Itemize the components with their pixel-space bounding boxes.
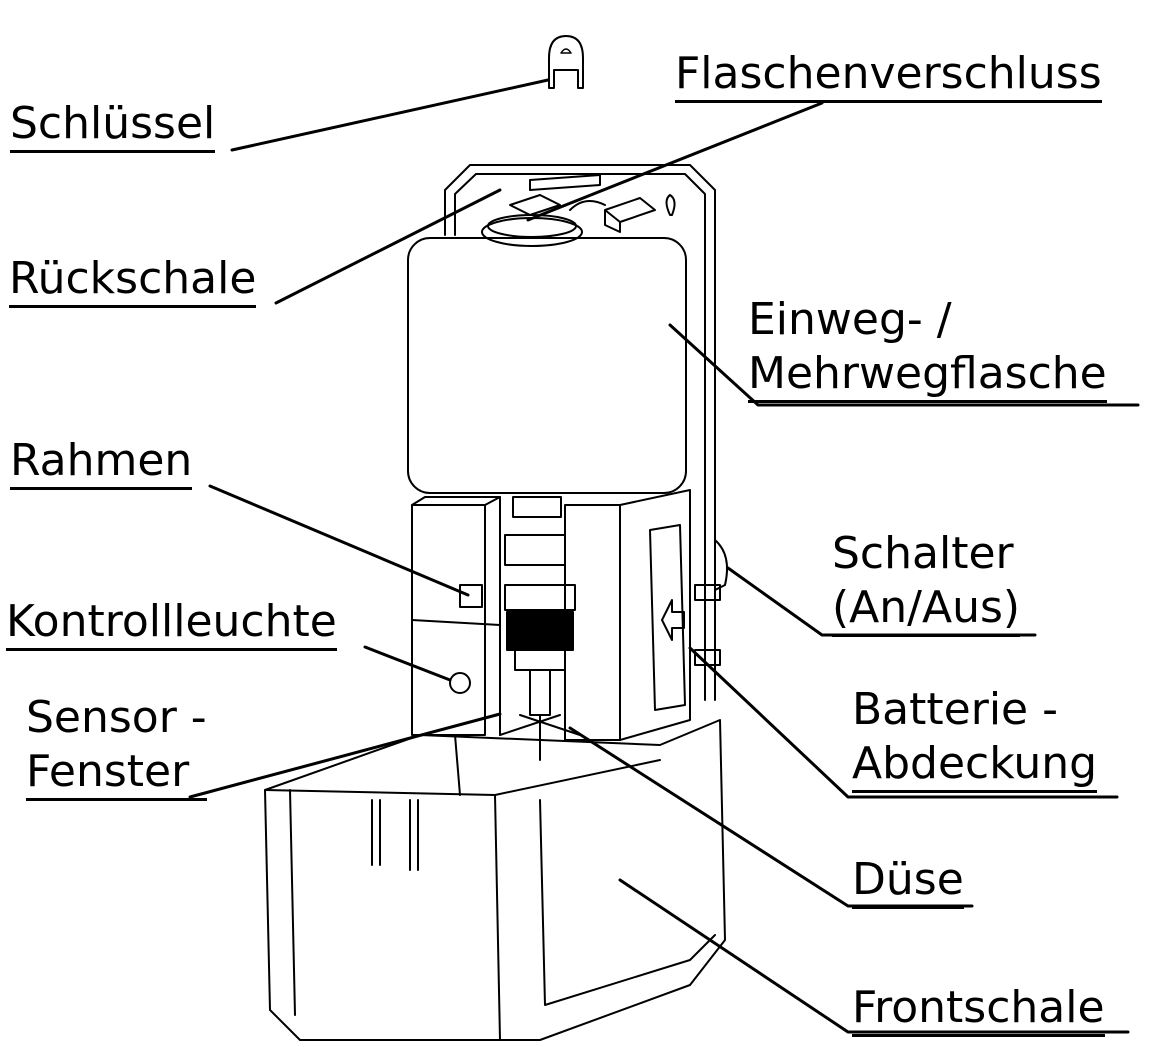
label-schalter-line2: (An/Aus) (832, 582, 1021, 637)
label-sensor: Sensor - Fenster (26, 690, 207, 801)
back-shell (444, 164, 716, 701)
label-kontrollleuchte: Kontrollleuchte (6, 596, 337, 651)
label-duese: Düse (852, 854, 964, 909)
frame (411, 496, 501, 736)
bottle-cap (481, 174, 656, 247)
label-sensor-line1: Sensor - (26, 692, 207, 743)
bottle (407, 237, 687, 494)
pump (499, 496, 581, 761)
key-icon (548, 35, 584, 89)
label-flasche: Einweg- / Mehrwegflasche (748, 292, 1107, 403)
label-frontschale: Frontschale (852, 982, 1105, 1037)
label-batterie-line1: Batterie - (852, 684, 1058, 735)
label-schalter-line1: Schalter (832, 528, 1014, 579)
indicator-light (449, 672, 471, 694)
label-rahmen: Rahmen (10, 435, 193, 490)
label-flasche-line2: Mehrwegflasche (748, 348, 1107, 403)
label-batterie: Batterie - Abdeckung (852, 682, 1098, 793)
label-schluessel: Schlüssel (10, 98, 216, 153)
label-flasche-line1: Einweg- / (748, 294, 952, 345)
label-flaschenverschluss: Flaschenverschluss (675, 48, 1102, 103)
label-rueckschale: Rückschale (9, 253, 257, 308)
label-batterie-line2: Abdeckung (852, 738, 1098, 793)
battery-cover (564, 489, 691, 741)
front-shell (264, 719, 726, 1041)
label-sensor-line2: Fenster (26, 746, 207, 801)
label-schalter: Schalter (An/Aus) (832, 526, 1021, 637)
switch (694, 539, 728, 666)
